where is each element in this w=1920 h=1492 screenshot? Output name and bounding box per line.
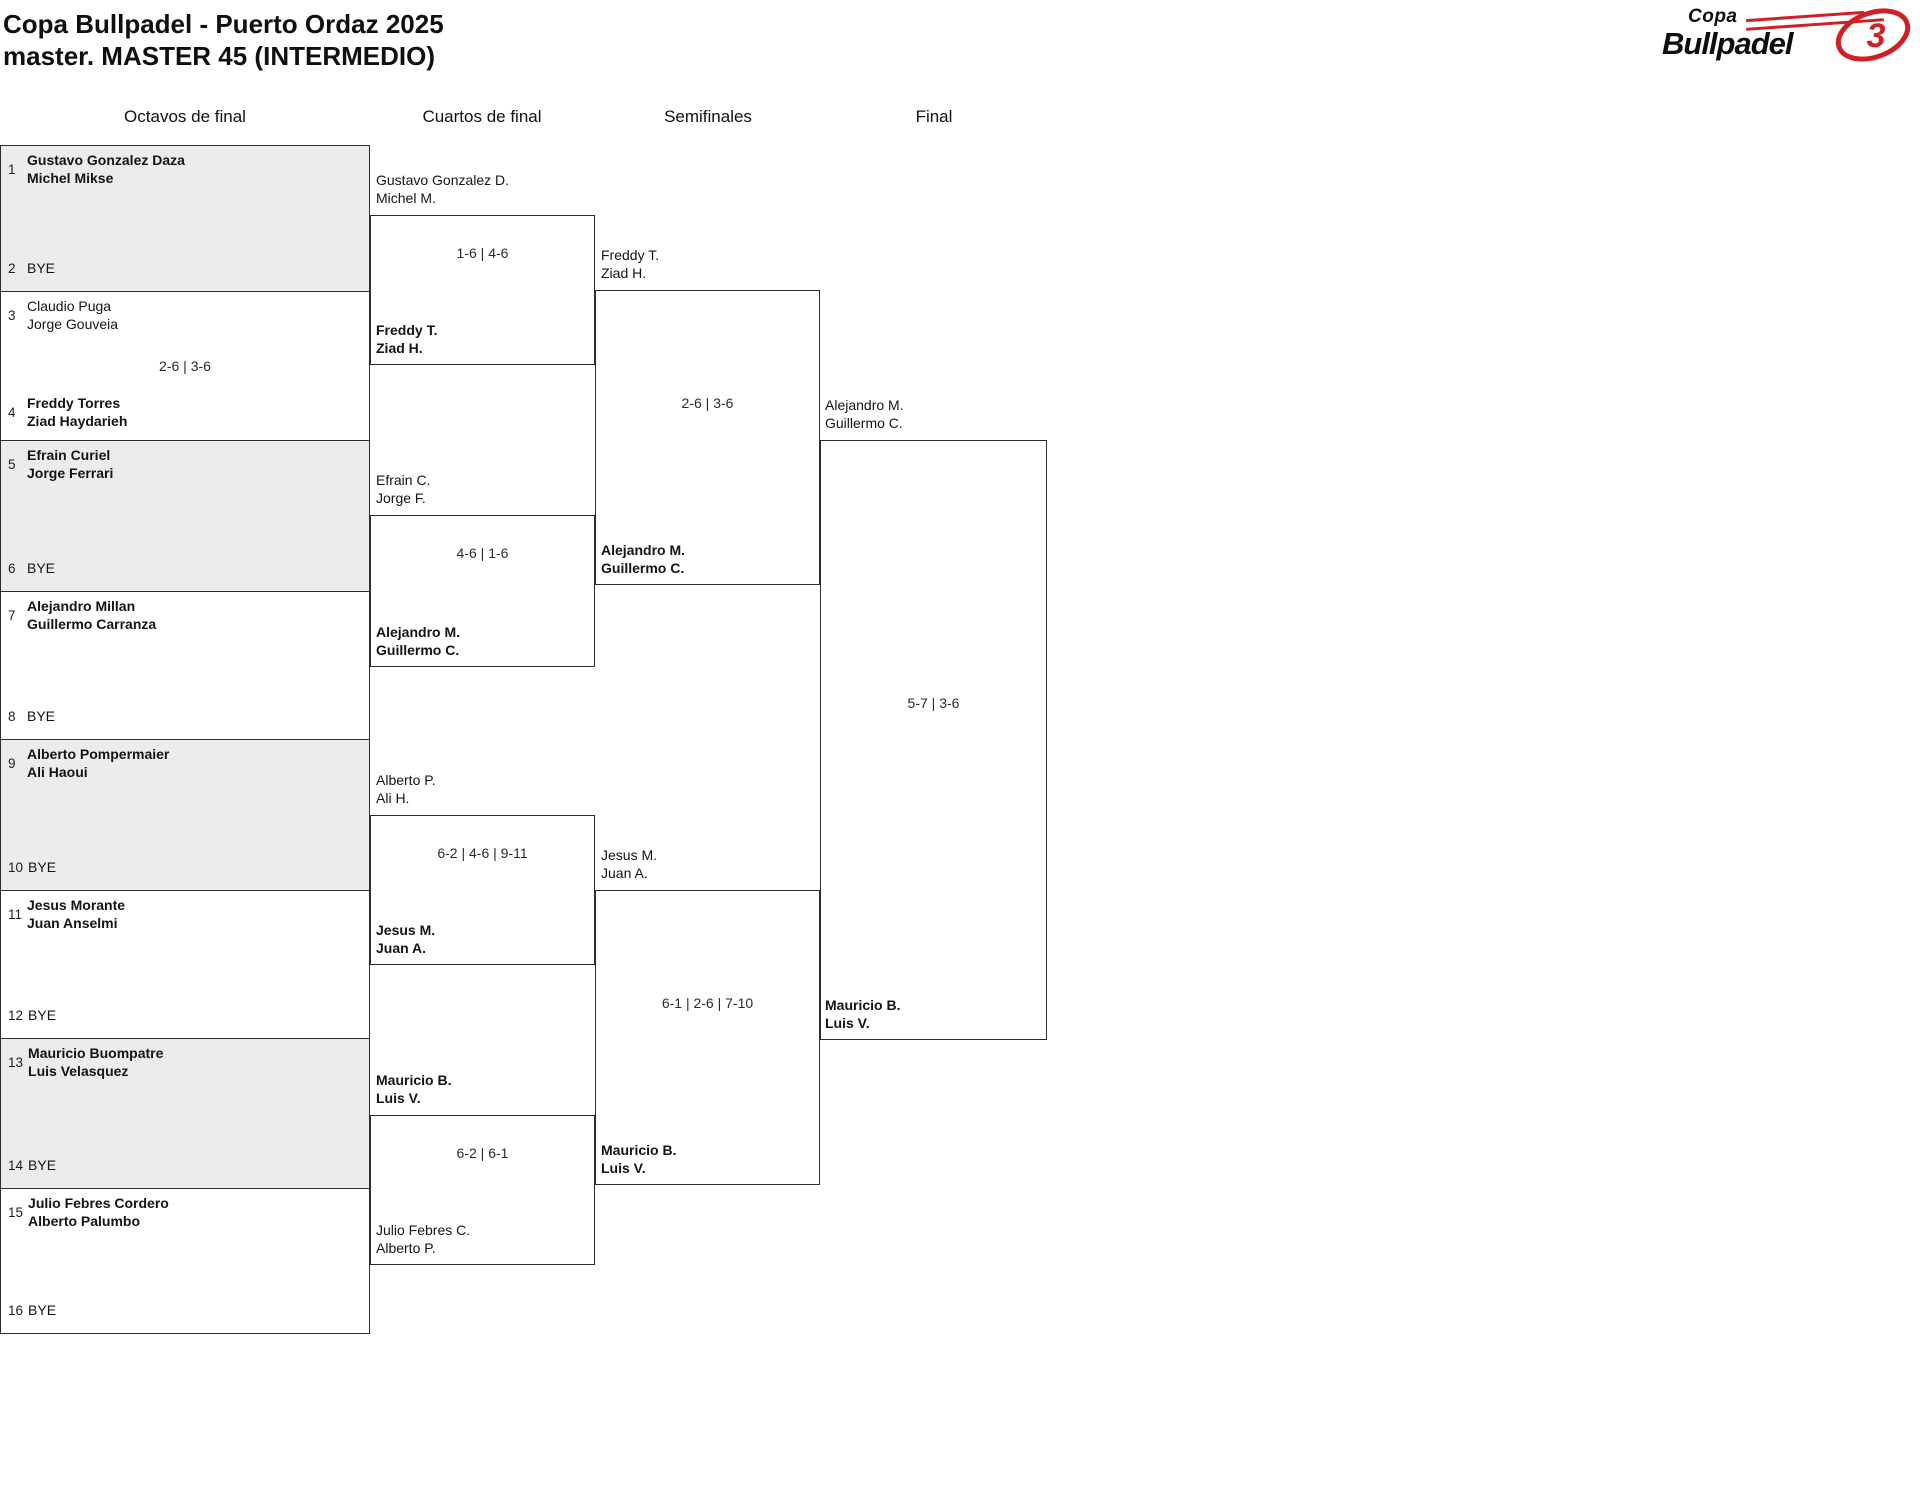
advancing-team-winner: Alejandro M.Guillermo C. bbox=[376, 624, 461, 658]
team-slot-seed-12: 12 BYE bbox=[8, 1006, 56, 1024]
team-slot-seed-6: 6 BYE bbox=[8, 559, 55, 577]
bye-label: BYE bbox=[28, 1157, 57, 1173]
advancing-team: Freddy T.Ziad H. bbox=[601, 247, 660, 281]
category-name: master. MASTER 45 (INTERMEDIO) bbox=[3, 41, 435, 71]
seed-number: 13 bbox=[8, 1054, 24, 1070]
seed-number: 5 bbox=[8, 456, 16, 472]
match-box-sf-1 bbox=[595, 290, 820, 585]
advancing-team: Jesus M.Juan A. bbox=[601, 847, 658, 881]
bye-label: BYE bbox=[28, 1007, 57, 1023]
advancing-team-winner: Freddy T.Ziad H. bbox=[376, 322, 438, 356]
seed-number: 2 bbox=[8, 260, 16, 276]
advancing-team-winner: Mauricio B.Luis V. bbox=[601, 1142, 677, 1176]
page-title: Copa Bullpadel - Puerto Ordaz 2025 maste… bbox=[3, 8, 444, 72]
seed-number: 4 bbox=[8, 404, 16, 420]
svg-text:3: 3 bbox=[1867, 17, 1886, 55]
advancing-team: Efrain C.Jorge F. bbox=[376, 472, 431, 506]
bye-label: BYE bbox=[27, 560, 56, 576]
team-slot-seed-10: 10 BYE bbox=[8, 858, 56, 876]
seed-number: 11 bbox=[8, 906, 23, 922]
seed-number: 3 bbox=[8, 307, 16, 323]
seed-number: 7 bbox=[8, 607, 16, 623]
match-score-r16-2: 2-6 | 3-6 bbox=[159, 358, 211, 374]
seed-number: 9 bbox=[8, 755, 16, 771]
match-score-qf-3: 6-2 | 4-6 | 9-11 bbox=[437, 845, 528, 861]
logo-bullpadel-text: Bullpadel bbox=[1662, 26, 1794, 61]
advancing-team-winner: Alejandro M.Guillermo C. bbox=[601, 542, 686, 576]
round-header-cuartos: Cuartos de final bbox=[422, 107, 542, 126]
match-box-sf-2 bbox=[595, 890, 820, 1185]
round-header-semifinales: Semifinales bbox=[664, 107, 752, 126]
seed-number: 15 bbox=[8, 1204, 24, 1220]
bullpadel-b-icon: 3 bbox=[1835, 8, 1911, 62]
team-slot-seed-8: 8 BYE bbox=[8, 707, 55, 725]
team-slot-seed-14: 14 BYE bbox=[8, 1156, 56, 1174]
champion-team: Mauricio B.Luis V. bbox=[825, 997, 901, 1031]
match-score-qf-2: 4-6 | 1-6 bbox=[456, 545, 509, 561]
match-score-sf-1: 2-6 | 3-6 bbox=[681, 395, 734, 411]
round-header-final: Final bbox=[915, 107, 953, 126]
finalist-team: Alejandro M.Guillermo C. bbox=[825, 397, 904, 431]
advancing-team: Julio Febres C.Alberto P. bbox=[376, 1222, 471, 1256]
bye-label: BYE bbox=[27, 708, 56, 724]
advancing-team: Alberto P.Ali H. bbox=[376, 772, 436, 806]
seed-number: 10 bbox=[8, 859, 24, 875]
seed-number: 14 bbox=[8, 1157, 24, 1173]
bye-label: BYE bbox=[28, 859, 57, 875]
seed-number: 12 bbox=[8, 1007, 24, 1023]
match-score-sf-2: 6-1 | 2-6 | 7-10 bbox=[661, 995, 754, 1011]
match-score-qf-4: 6-2 | 6-1 bbox=[456, 1145, 509, 1161]
match-box-qf-1 bbox=[370, 215, 595, 365]
match-box-qf-4 bbox=[370, 1115, 595, 1265]
seed-number: 1 bbox=[8, 161, 16, 177]
match-score-qf-1: 1-6 | 4-6 bbox=[456, 245, 509, 261]
advancing-team: Gustavo Gonzalez D.Michel M. bbox=[376, 172, 510, 206]
logo-copa-text: Copa bbox=[1688, 6, 1738, 27]
match-score-final: 5-7 | 3-6 bbox=[907, 695, 960, 711]
seed-number: 8 bbox=[8, 708, 16, 724]
round-header-octavos: Octavos de final bbox=[124, 107, 246, 126]
bye-label: BYE bbox=[27, 260, 56, 276]
seed-number: 16 bbox=[8, 1302, 24, 1318]
team-slot-seed-2: 2 BYE bbox=[8, 259, 55, 277]
advancing-team-winner: Mauricio B.Luis V. bbox=[376, 1072, 452, 1106]
match-box-qf-2 bbox=[370, 515, 595, 667]
bye-label: BYE bbox=[28, 1302, 57, 1318]
tournament-name: Copa Bullpadel - Puerto Ordaz 2025 bbox=[3, 9, 444, 39]
copa-bullpadel-logo: Copa Bullpadel 3 bbox=[1662, 4, 1912, 70]
team-slot-seed-16: 16 BYE bbox=[8, 1301, 56, 1319]
seed-number: 6 bbox=[8, 560, 16, 576]
match-box-final bbox=[820, 440, 1047, 1040]
advancing-team-winner: Jesus M.Juan A. bbox=[376, 922, 436, 956]
match-box-qf-3 bbox=[370, 815, 595, 965]
